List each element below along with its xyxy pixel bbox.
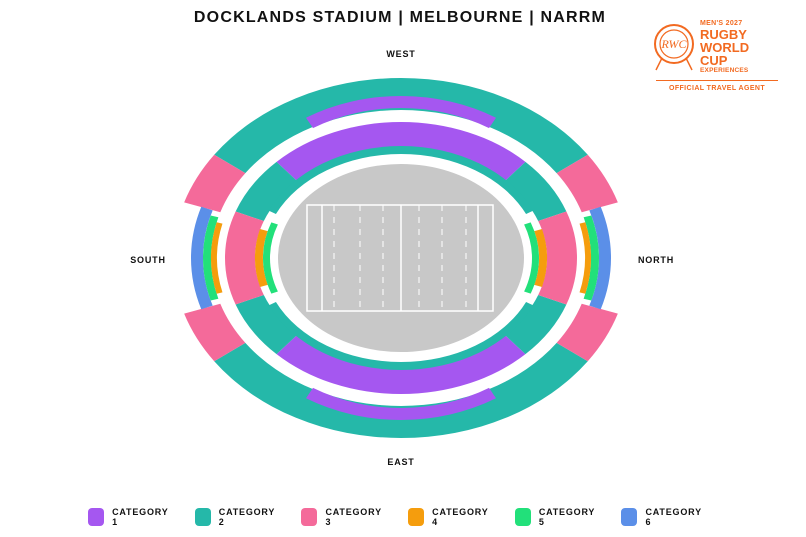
section-west-lower[interactable] (268, 146, 534, 215)
logo-wordmark: MEN'S 2027 RUGBY WORLD CUP EXPERIENCES (700, 20, 749, 75)
category-3-swatch (301, 508, 318, 526)
section-east-inner[interactable] (276, 334, 526, 395)
section-south-lower-cat5[interactable] (263, 222, 278, 294)
direction-east: EAST (387, 457, 414, 467)
seating-sections (184, 78, 618, 438)
stadium-seating-map: WEST EAST SOUTH NORTH (130, 49, 674, 467)
section-south-outer-cat4[interactable] (210, 222, 223, 294)
official-travel-agent-label: OFFICIAL TRAVEL AGENT (668, 85, 766, 92)
section-east-outer[interactable] (214, 342, 588, 438)
section-se-inner[interactable] (235, 294, 298, 355)
section-south-outer-cat5[interactable] (202, 215, 219, 301)
svg-text:RWC: RWC (660, 37, 687, 51)
legend-item-category-4: CATEGORY 4 (408, 507, 491, 527)
legend-item-category-1: CATEGORY 1 (88, 507, 171, 527)
section-ne-outer-corner[interactable] (556, 303, 618, 362)
rwc-logo: RWC MEN'S 2027 RUGBY WORLD CUP EXPERIENC… (652, 18, 782, 100)
category-6-label: CATEGORY 6 (645, 507, 702, 527)
section-east-outer-cat1[interactable] (306, 387, 496, 420)
section-south-lower[interactable] (255, 229, 268, 287)
section-nw-inner[interactable] (504, 161, 567, 222)
logo-line-2: RUGBY (700, 27, 747, 42)
section-ne-inner[interactable] (504, 294, 567, 355)
logo-divider (656, 80, 778, 81)
category-4-swatch (408, 508, 425, 526)
section-north-outer-cat5[interactable] (583, 215, 599, 301)
section-east-lower[interactable] (268, 301, 534, 370)
section-north-lower-cat5[interactable] (524, 222, 539, 294)
category-legend: CATEGORY 1 CATEGORY 2 CATEGORY 3 CATEGOR… (88, 507, 728, 527)
section-north-outer-cat4[interactable] (579, 222, 592, 294)
playing-field (278, 164, 524, 352)
section-west-inner[interactable] (276, 122, 526, 182)
section-south-outer-cat6[interactable] (191, 206, 213, 310)
section-sw-inner[interactable] (235, 161, 298, 222)
direction-south: SOUTH (130, 255, 166, 265)
section-se-outer-corner[interactable] (184, 303, 246, 362)
category-2-label: CATEGORY 2 (218, 507, 276, 527)
legend-item-category-3: CATEGORY 3 (301, 507, 384, 527)
category-3-label: CATEGORY 3 (325, 507, 382, 527)
section-nw-outer-corner[interactable] (556, 154, 618, 213)
category-1-swatch (88, 508, 105, 526)
logo-line-4: CUP (700, 53, 728, 68)
category-6-swatch (621, 508, 638, 526)
legend-item-category-2: CATEGORY 2 (194, 507, 278, 527)
direction-north: NORTH (638, 255, 674, 265)
section-north-inner[interactable] (538, 211, 577, 305)
section-sw-outer-corner[interactable] (184, 154, 246, 213)
category-2-swatch (194, 508, 211, 526)
category-5-swatch (514, 508, 531, 526)
legend-item-category-6: CATEGORY 6 (621, 507, 704, 527)
category-1-label: CATEGORY 1 (112, 507, 169, 527)
section-north-lower[interactable] (534, 229, 547, 287)
section-west-outer[interactable] (214, 78, 588, 174)
direction-west: WEST (386, 49, 415, 59)
category-5-label: CATEGORY 5 (538, 507, 596, 527)
legend-item-category-5: CATEGORY 5 (514, 507, 598, 527)
page-title: DOCKLANDS STADIUM | MELBOURNE | NARRM (193, 9, 607, 26)
category-4-label: CATEGORY 4 (432, 507, 489, 527)
section-north-outer-cat6[interactable] (589, 206, 611, 310)
section-south-inner[interactable] (225, 211, 264, 305)
rugby-pitch-outline (306, 204, 494, 312)
logo-line-3: WORLD (700, 40, 750, 55)
section-west-outer-cat1[interactable] (306, 96, 496, 129)
logo-line-5: EXPERIENCES (700, 67, 749, 74)
logo-line-1: MEN'S 2027 (700, 20, 743, 27)
rwc-emblem-icon: RWC (654, 24, 694, 71)
